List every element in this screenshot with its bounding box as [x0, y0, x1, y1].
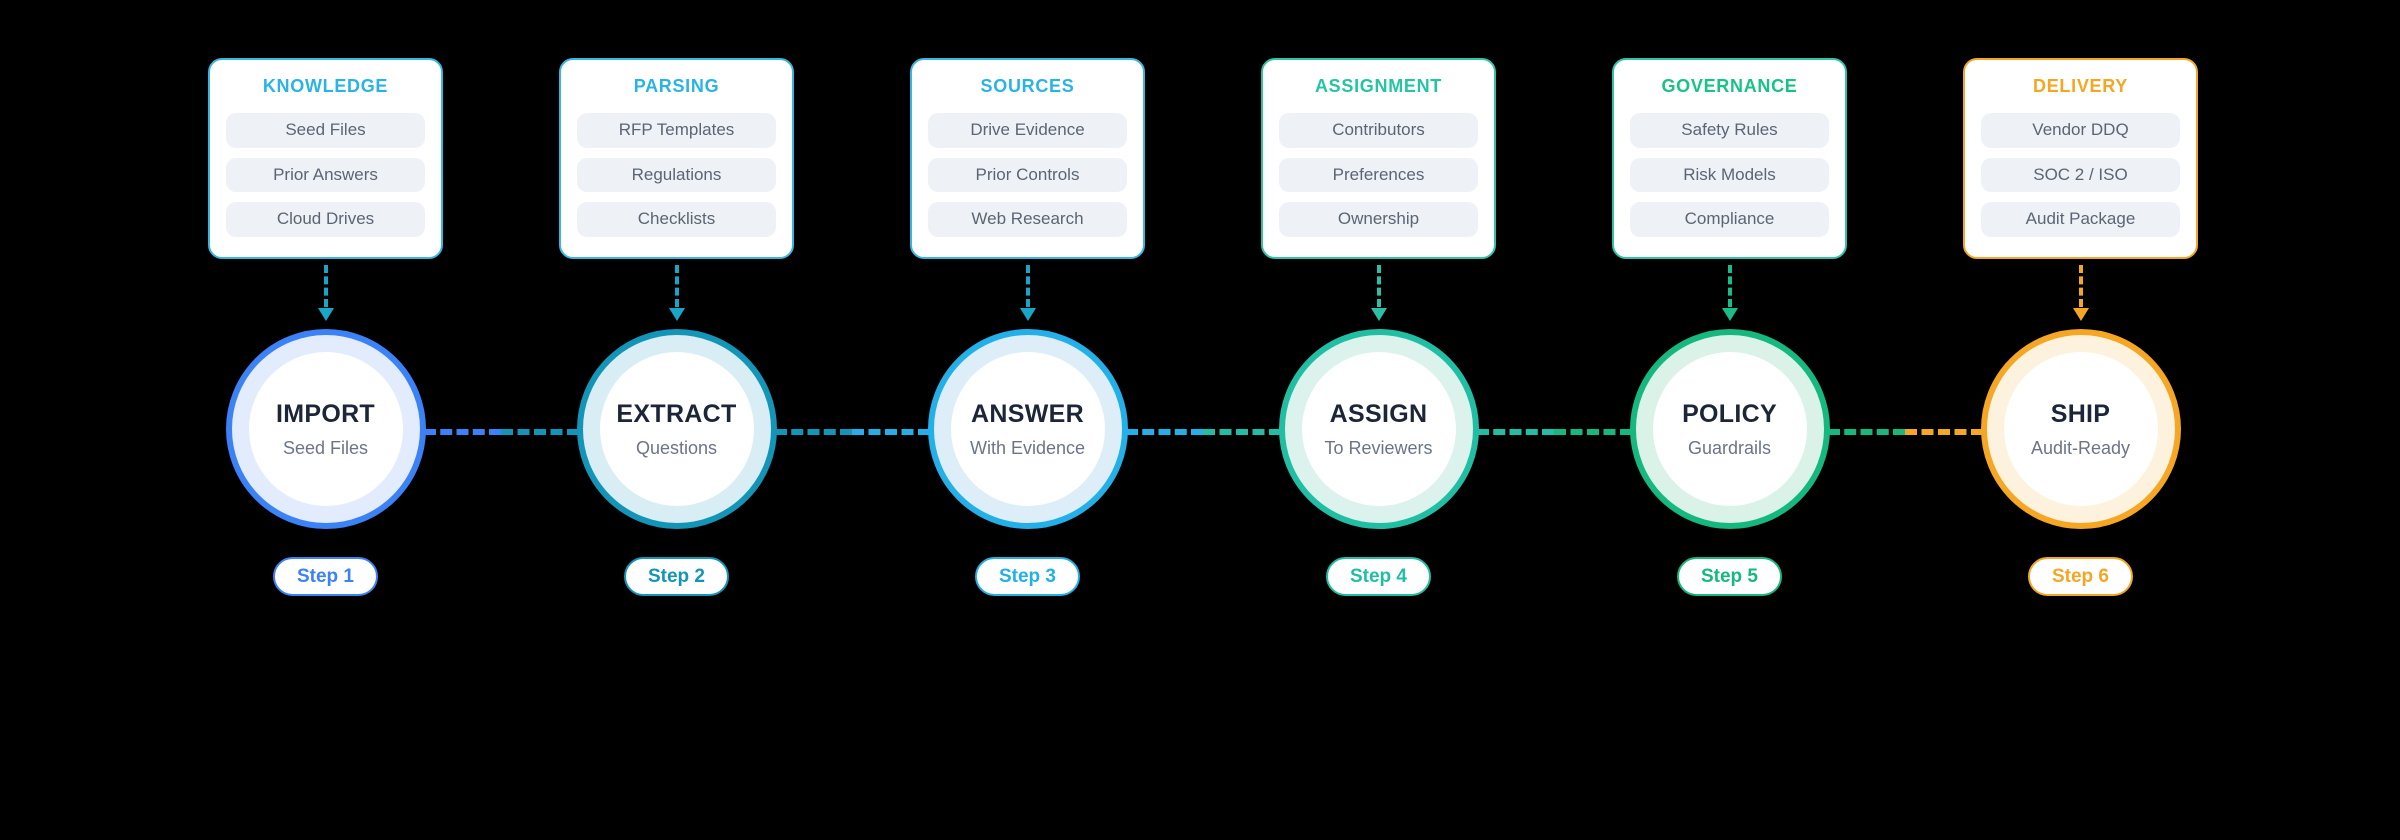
node-title: POLICY [1682, 399, 1777, 428]
card-chip[interactable]: Risk Models [1630, 157, 1829, 193]
arrow-stem [1727, 265, 1732, 308]
card-chip[interactable]: Checklists [577, 202, 776, 238]
node-inner: IMPORT Seed Files [248, 352, 403, 507]
card-title: ASSIGNMENT [1314, 76, 1442, 96]
node-subtitle: Audit-Ready [2030, 437, 2131, 458]
node-subtitle: Questions [635, 437, 718, 458]
node-title: IMPORT [275, 399, 376, 428]
arrow-head [668, 308, 685, 322]
down-arrow-icon [317, 265, 334, 327]
input-card-6[interactable]: DELIVERY Vendor DDQ SOC 2 / ISO Audit Packa… [1963, 58, 2198, 260]
node-inner: SHIP Audit-Ready [2003, 352, 2158, 507]
card-chip[interactable]: Seed Files [226, 113, 425, 148]
node-title: ASSIGN [1329, 399, 1428, 428]
down-arrow-icon [1370, 265, 1387, 327]
arrow-head [1019, 308, 1036, 322]
card-chip[interactable]: Audit Package [1981, 202, 2180, 238]
card-chip[interactable]: Preferences [1279, 157, 1478, 193]
node-inner: ANSWER With Evidence [950, 352, 1105, 507]
arrow-stem [1376, 265, 1381, 308]
step-badge-3[interactable]: Step 3 [974, 557, 1081, 597]
node-subtitle: With Evidence [969, 437, 1086, 458]
node-title: SHIP [2050, 399, 2111, 428]
step-node-2[interactable]: EXTRACT Questions [576, 329, 777, 530]
card-title: PARSING [633, 76, 720, 96]
card-title: GOVERNANCE [1661, 76, 1798, 96]
step-badge-1[interactable]: Step 1 [272, 557, 379, 597]
card-chip[interactable]: Prior Answers [226, 157, 425, 193]
arrow-head [317, 308, 334, 322]
card-chip[interactable]: Drive Evidence [928, 113, 1127, 148]
arrow-head [1721, 308, 1738, 322]
down-arrow-icon [1721, 265, 1738, 327]
card-chip[interactable]: SOC 2 / ISO [1981, 157, 2180, 193]
down-arrow-icon [1019, 265, 1036, 327]
card-chip[interactable]: Web Research [928, 202, 1127, 238]
arrow-head [1370, 308, 1387, 322]
step-node-4[interactable]: ASSIGN To Reviewers [1278, 329, 1479, 530]
step-node-6[interactable]: SHIP Audit-Ready [1980, 329, 2181, 530]
card-chip[interactable]: Prior Controls [928, 157, 1127, 193]
step-node-5[interactable]: POLICY Guardrails [1629, 329, 1830, 530]
step-badge-6[interactable]: Step 6 [2027, 557, 2134, 597]
card-chip[interactable]: Cloud Drives [226, 202, 425, 238]
arrow-stem [323, 265, 328, 308]
card-title: SOURCES [980, 76, 1075, 96]
arrow-stem [674, 265, 679, 308]
arrow-stem [2078, 265, 2083, 308]
card-chip[interactable]: Contributors [1279, 113, 1478, 148]
card-chip[interactable]: Regulations [577, 157, 776, 193]
card-chip[interactable]: Safety Rules [1630, 113, 1829, 148]
node-subtitle: To Reviewers [1324, 437, 1433, 458]
arrow-head [2072, 308, 2089, 322]
step-badge-4[interactable]: Step 4 [1325, 557, 1432, 597]
step-node-1[interactable]: IMPORT Seed Files [225, 329, 426, 530]
node-inner: POLICY Guardrails [1652, 352, 1807, 507]
card-chip[interactable]: Vendor DDQ [1981, 113, 2180, 148]
step-badge-5[interactable]: Step 5 [1676, 557, 1783, 597]
node-inner: ASSIGN To Reviewers [1301, 352, 1456, 507]
node-title: EXTRACT [616, 399, 737, 428]
node-inner: EXTRACT Questions [599, 352, 754, 507]
node-subtitle: Guardrails [1687, 437, 1772, 458]
arrow-stem [1025, 265, 1030, 308]
card-chip[interactable]: RFP Templates [577, 113, 776, 148]
card-title: DELIVERY [2033, 76, 2128, 96]
card-title: KNOWLEDGE [262, 76, 389, 96]
down-arrow-icon [2072, 265, 2089, 327]
step-node-3[interactable]: ANSWER With Evidence [927, 329, 1128, 530]
node-subtitle: Seed Files [282, 437, 369, 458]
flow-column-6: DELIVERY Vendor DDQ SOC 2 / ISO Audit Packa… [1963, 58, 2198, 597]
card-chip[interactable]: Compliance [1630, 202, 1829, 238]
card-chip[interactable]: Ownership [1279, 202, 1478, 238]
step-badge-2[interactable]: Step 2 [623, 557, 730, 597]
node-title: ANSWER [971, 399, 1084, 428]
down-arrow-icon [668, 265, 685, 327]
